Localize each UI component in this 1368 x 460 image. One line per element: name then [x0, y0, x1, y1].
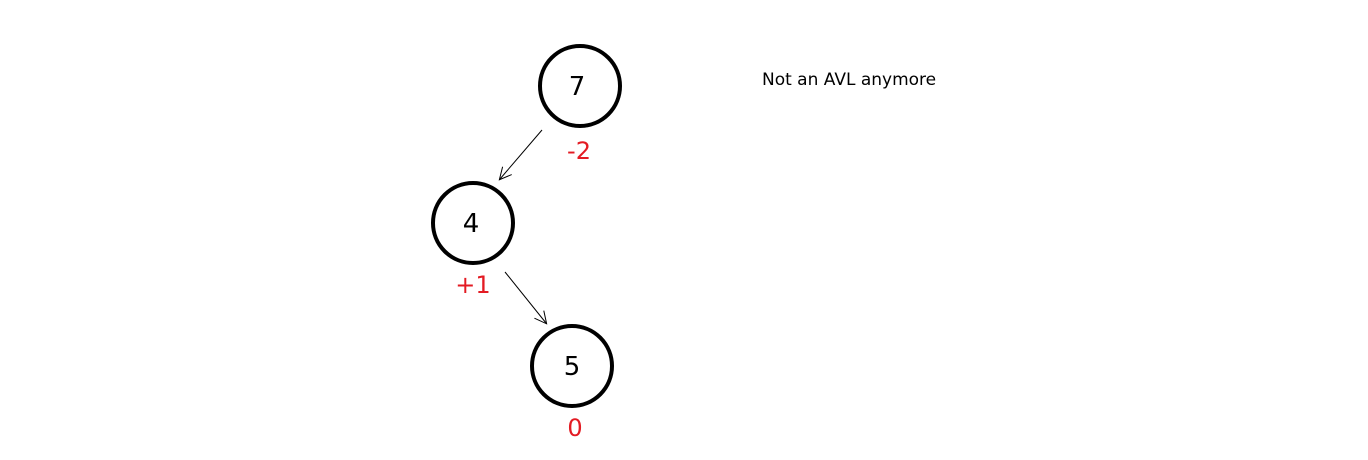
node-value: 4 [463, 209, 480, 239]
node-circle [538, 44, 622, 128]
node-value: 7 [569, 72, 586, 102]
edge-7-to-4 [500, 129, 543, 179]
tree-node-7: 7 [538, 44, 622, 128]
balance-factor-7: -2 [567, 137, 591, 165]
status-note: Not an AVL anymore [762, 70, 937, 90]
tree-node-4: 4 [431, 181, 515, 265]
edge-4-to-5 [504, 271, 546, 323]
balance-factor-4: +1 [455, 271, 490, 299]
tree-node-5: 5 [530, 324, 614, 408]
node-circle [431, 181, 515, 265]
node-value: 5 [564, 352, 581, 382]
node-circle [530, 324, 614, 408]
balance-factor-5: 0 [567, 414, 582, 442]
